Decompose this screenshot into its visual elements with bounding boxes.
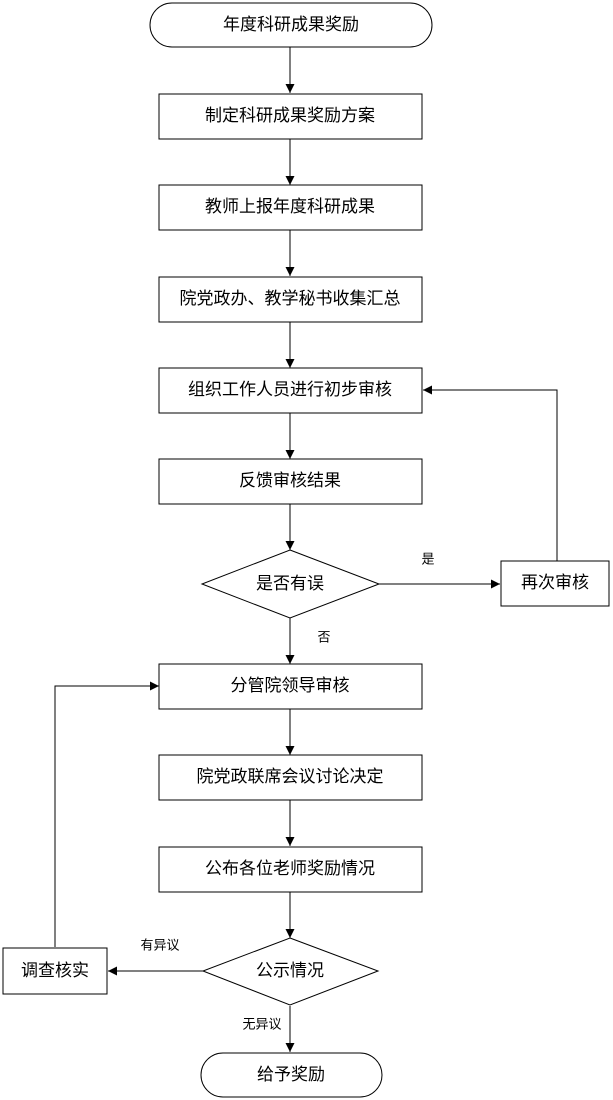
node-joint-meeting-label: 院党政联席会议讨论决定	[197, 767, 384, 787]
edge-label-no-objection: 无异议	[242, 1018, 281, 1033]
node-announce-awards: 公布各位老师奖励情况	[158, 846, 423, 893]
decision-shape	[200, 549, 381, 619]
node-leader-review-label: 分管院领导审核	[231, 676, 350, 696]
node-feedback-result: 反馈审核结果	[158, 458, 423, 505]
node-re-review: 再次审核	[500, 560, 610, 607]
process-shape	[500, 560, 610, 607]
process-shape	[158, 184, 423, 231]
decision-shape	[201, 937, 380, 1006]
edge-investigate-to-leader	[54, 681, 159, 947]
node-investigate-label: 调查核实	[21, 961, 89, 981]
node-start: 年度科研成果奖励	[149, 2, 433, 48]
node-end: 给予奖励	[200, 1052, 383, 1098]
process-shape	[158, 663, 423, 710]
process-shape	[158, 754, 423, 801]
node-start-label: 年度科研成果奖励	[223, 15, 359, 35]
node-initial-review: 组织工作人员进行初步审核	[158, 367, 423, 414]
node-teacher-report-label: 教师上报年度科研成果	[205, 197, 375, 217]
node-initial-review-label: 组织工作人员进行初步审核	[188, 380, 392, 400]
process-shape	[158, 93, 423, 140]
edge-rereview-to-review	[423, 385, 558, 561]
process-shape	[158, 367, 423, 414]
edge-label-yes: 是	[421, 553, 434, 568]
node-decision-error: 是否有误	[200, 549, 381, 619]
edge-label-no: 否	[317, 631, 330, 646]
node-announce-awards-label: 公布各位老师奖励情况	[205, 859, 375, 879]
node-decision-publicity-label: 公示情况	[256, 961, 324, 981]
process-shape	[158, 458, 423, 505]
process-shape	[2, 947, 108, 995]
node-teacher-report: 教师上报年度科研成果	[158, 184, 423, 231]
node-investigate: 调查核实	[2, 947, 108, 995]
node-leader-review: 分管院领导审核	[158, 663, 423, 710]
node-collect-summary: 院党政办、教学秘书收集汇总	[158, 276, 423, 323]
node-decision-error-label: 是否有误	[256, 574, 324, 594]
node-re-review-label: 再次审核	[521, 573, 589, 593]
process-shape	[158, 846, 423, 893]
terminal-shape	[149, 2, 433, 48]
process-shape	[158, 276, 423, 323]
node-make-plan-label: 制定科研成果奖励方案	[205, 106, 375, 126]
node-end-label: 给予奖励	[257, 1065, 325, 1085]
node-make-plan: 制定科研成果奖励方案	[158, 93, 423, 140]
node-collect-summary-label: 院党政办、教学秘书收集汇总	[180, 289, 401, 309]
node-decision-publicity: 公示情况	[201, 937, 380, 1006]
node-joint-meeting: 院党政联席会议讨论决定	[158, 754, 423, 801]
node-feedback-result-label: 反馈审核结果	[239, 471, 341, 491]
edge-label-has-objection: 有异议	[140, 939, 179, 954]
terminal-shape	[200, 1052, 383, 1098]
edges	[54, 47, 558, 1052]
edge-labels: 是 否 有异议 无异议	[140, 553, 434, 1033]
